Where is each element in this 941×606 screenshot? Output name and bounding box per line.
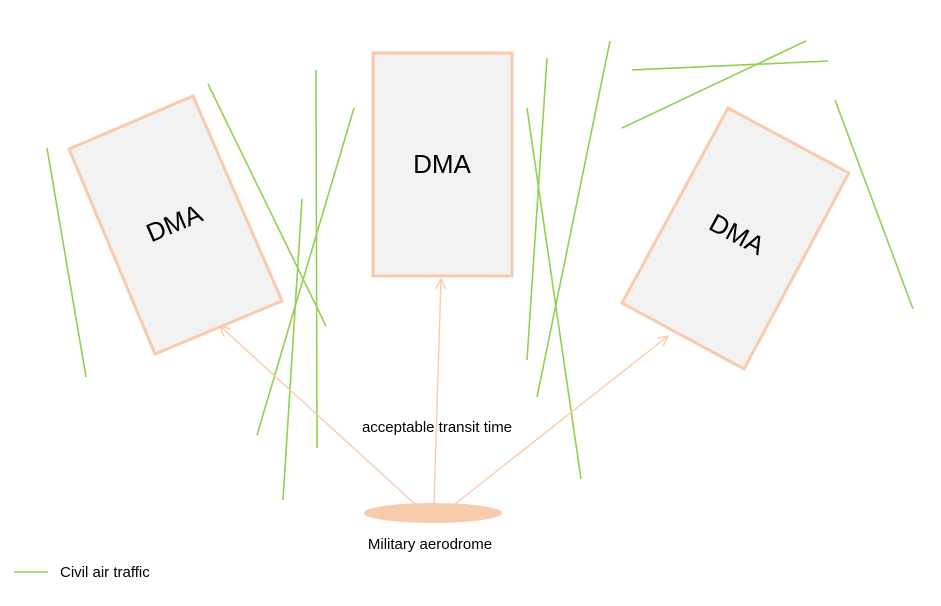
traffic-line-5 — [256, 107, 355, 436]
traffic-line-2 — [207, 83, 327, 327]
dma-label-center: DMA — [413, 149, 471, 179]
civil-traffic-lines — [46, 40, 914, 501]
traffic-line-9 — [631, 60, 829, 71]
traffic-line-4 — [315, 69, 318, 449]
aerodrome-label: Military aerodrome — [368, 536, 492, 553]
traffic-line-11 — [834, 99, 914, 310]
traffic-line-10 — [621, 40, 807, 129]
transit-time-label: acceptable transit time — [362, 419, 512, 436]
traffic-line-8 — [536, 40, 611, 398]
traffic-line-3 — [282, 198, 303, 501]
dma-area-left: DMA — [67, 94, 284, 356]
transit-arrow-right — [454, 336, 668, 505]
military-aerodrome-ellipse — [364, 503, 502, 523]
dma-area-center: DMA — [371, 51, 514, 278]
transit-arrow-left — [220, 326, 417, 506]
transit-arrow-center — [433, 279, 441, 504]
legend-civil-traffic-label: Civil air traffic — [60, 564, 150, 581]
transit-arrows — [220, 279, 668, 506]
legend: Civil air traffic — [14, 564, 150, 581]
dma-area-right: DMA — [619, 105, 852, 372]
traffic-line-1 — [46, 147, 87, 378]
traffic-line-6 — [526, 57, 548, 361]
traffic-line-7 — [526, 107, 582, 480]
